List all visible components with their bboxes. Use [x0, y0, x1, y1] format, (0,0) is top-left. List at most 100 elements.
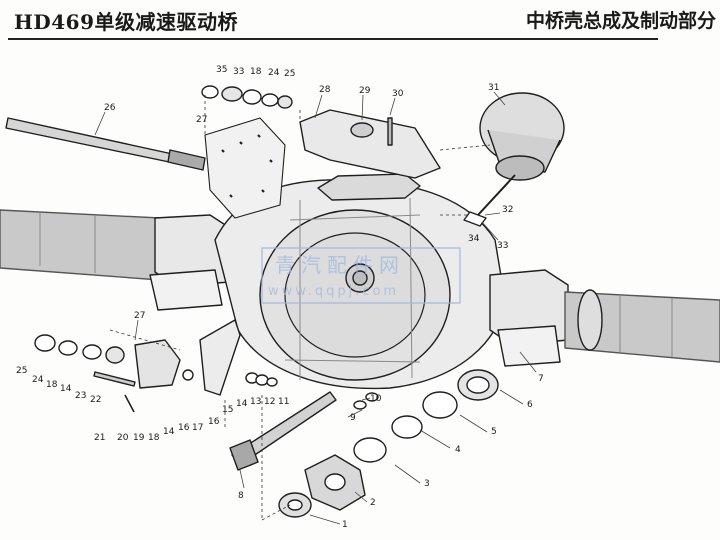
callout-label: 33 [233, 67, 244, 77]
callout-label: 2 [370, 498, 376, 508]
bearing-5 [422, 391, 458, 419]
housing-top-flange [317, 173, 421, 201]
right-hub-ring [577, 289, 603, 351]
ring-24-left [58, 340, 78, 356]
callout-label: 8 [238, 491, 244, 501]
callout-label: 24 [268, 68, 280, 78]
ring-35 [201, 85, 219, 99]
callout-label: 9 [350, 413, 356, 423]
ring-18 [242, 89, 262, 105]
callout-label: 29 [359, 86, 371, 96]
seal-25 [34, 334, 56, 352]
seal-3 [353, 437, 387, 463]
callout-label: 16 [178, 423, 190, 433]
axle-housing-drawing [0, 85, 720, 525]
ring-14-left [105, 346, 125, 364]
callout-label: 11 [278, 397, 289, 407]
callout-label: 31 [488, 83, 499, 93]
page-header: HD469单级减速驱动桥 中桥壳总成及制动部分 [0, 0, 720, 42]
callout-label: 5 [491, 427, 497, 437]
ring-18-left [82, 344, 102, 360]
seal-10 [365, 392, 379, 402]
gasket-plate [204, 117, 286, 219]
bracket-boss-29 [350, 122, 374, 138]
bearing-6-inner [466, 376, 490, 394]
callout-label: 27 [134, 311, 145, 321]
left-tube-step [39, 212, 96, 273]
gasket-holes [221, 134, 273, 198]
ring-12 [255, 374, 269, 386]
header-rule [8, 38, 658, 40]
callout-label: 34 [468, 234, 480, 244]
callout-label: 17 [192, 423, 203, 433]
bolt-30 [387, 117, 393, 146]
watermark-url: www.qqpj.com [268, 284, 399, 299]
callout-label: 20 [117, 433, 129, 443]
callout-label: 1 [342, 520, 348, 530]
callout-labels: 35 33 18 24 25 26 27 28 29 30 31 32 34 3… [16, 65, 544, 530]
ring-25 [277, 95, 293, 109]
right-axle-tube [564, 291, 720, 363]
callout-label: 7 [538, 374, 544, 384]
snap-ring-4 [391, 415, 423, 439]
clip-9 [353, 400, 367, 410]
left-axle-tube [0, 209, 161, 281]
watermark: 青汽配件网 www.qqpj.com [268, 253, 405, 299]
callout-label: 27 [196, 115, 207, 125]
callout-label: 30 [392, 89, 404, 99]
shaft-spline-end [229, 439, 259, 471]
callout-label: 23 [75, 391, 86, 401]
ring-11 [266, 377, 278, 387]
ring-24 [261, 93, 279, 107]
callout-label: 35 [216, 65, 227, 75]
callout-label: 25 [16, 366, 27, 376]
callout-label: 22 [90, 395, 101, 405]
section-title: 中桥壳总成及制动部分 [525, 10, 716, 32]
right-lower-bracket [497, 325, 561, 367]
callout-label: 32 [502, 205, 513, 215]
callout-label: 3 [424, 479, 430, 489]
callout-label: 33 [497, 241, 508, 251]
callout-label: 26 [104, 103, 116, 113]
callout-label: 18 [148, 433, 160, 443]
clevis-32-34 [463, 211, 487, 227]
camshaft-bracket-19 [134, 339, 181, 389]
breather-inner [352, 270, 368, 286]
chamber-end [495, 155, 545, 181]
ring-33 [221, 86, 243, 102]
callout-label: 16 [208, 417, 220, 427]
housing-ribs [284, 197, 421, 380]
callout-label: 12 [264, 397, 275, 407]
flange-2-hub [324, 473, 346, 491]
chamber-bracket-28 [299, 109, 441, 179]
assembly-dashes [109, 95, 491, 521]
bolt-20 [124, 394, 135, 413]
washer-16 [182, 369, 194, 381]
callout-label: 14 [163, 427, 175, 437]
half-shaft-spline [167, 149, 206, 171]
nut-1-hole [287, 499, 303, 511]
callout-label: 10 [370, 394, 382, 404]
watermark-box [261, 247, 461, 304]
callout-label: 18 [46, 380, 58, 390]
left-lower-bracket [149, 269, 223, 311]
callout-label: 15 [222, 405, 233, 415]
leader-lines [94, 91, 537, 525]
callout-label: 6 [527, 400, 533, 410]
housing-cover-inner [284, 232, 426, 358]
right-tube-step [619, 295, 673, 357]
callout-label: 4 [455, 445, 461, 455]
callout-label: 19 [133, 433, 145, 443]
callout-label: 25 [284, 69, 295, 79]
callout-label: 13 [250, 397, 261, 407]
callout-label: 14 [236, 399, 248, 409]
callout-label: 18 [250, 67, 262, 77]
watermark-text: 青汽配件网 [275, 253, 405, 277]
callout-label: 21 [94, 433, 105, 443]
assembly-title: HD469单级减速驱动桥 [14, 10, 238, 34]
callout-label: 24 [32, 375, 44, 385]
callout-label: 28 [319, 85, 331, 95]
bolt-21-22 [93, 371, 136, 387]
